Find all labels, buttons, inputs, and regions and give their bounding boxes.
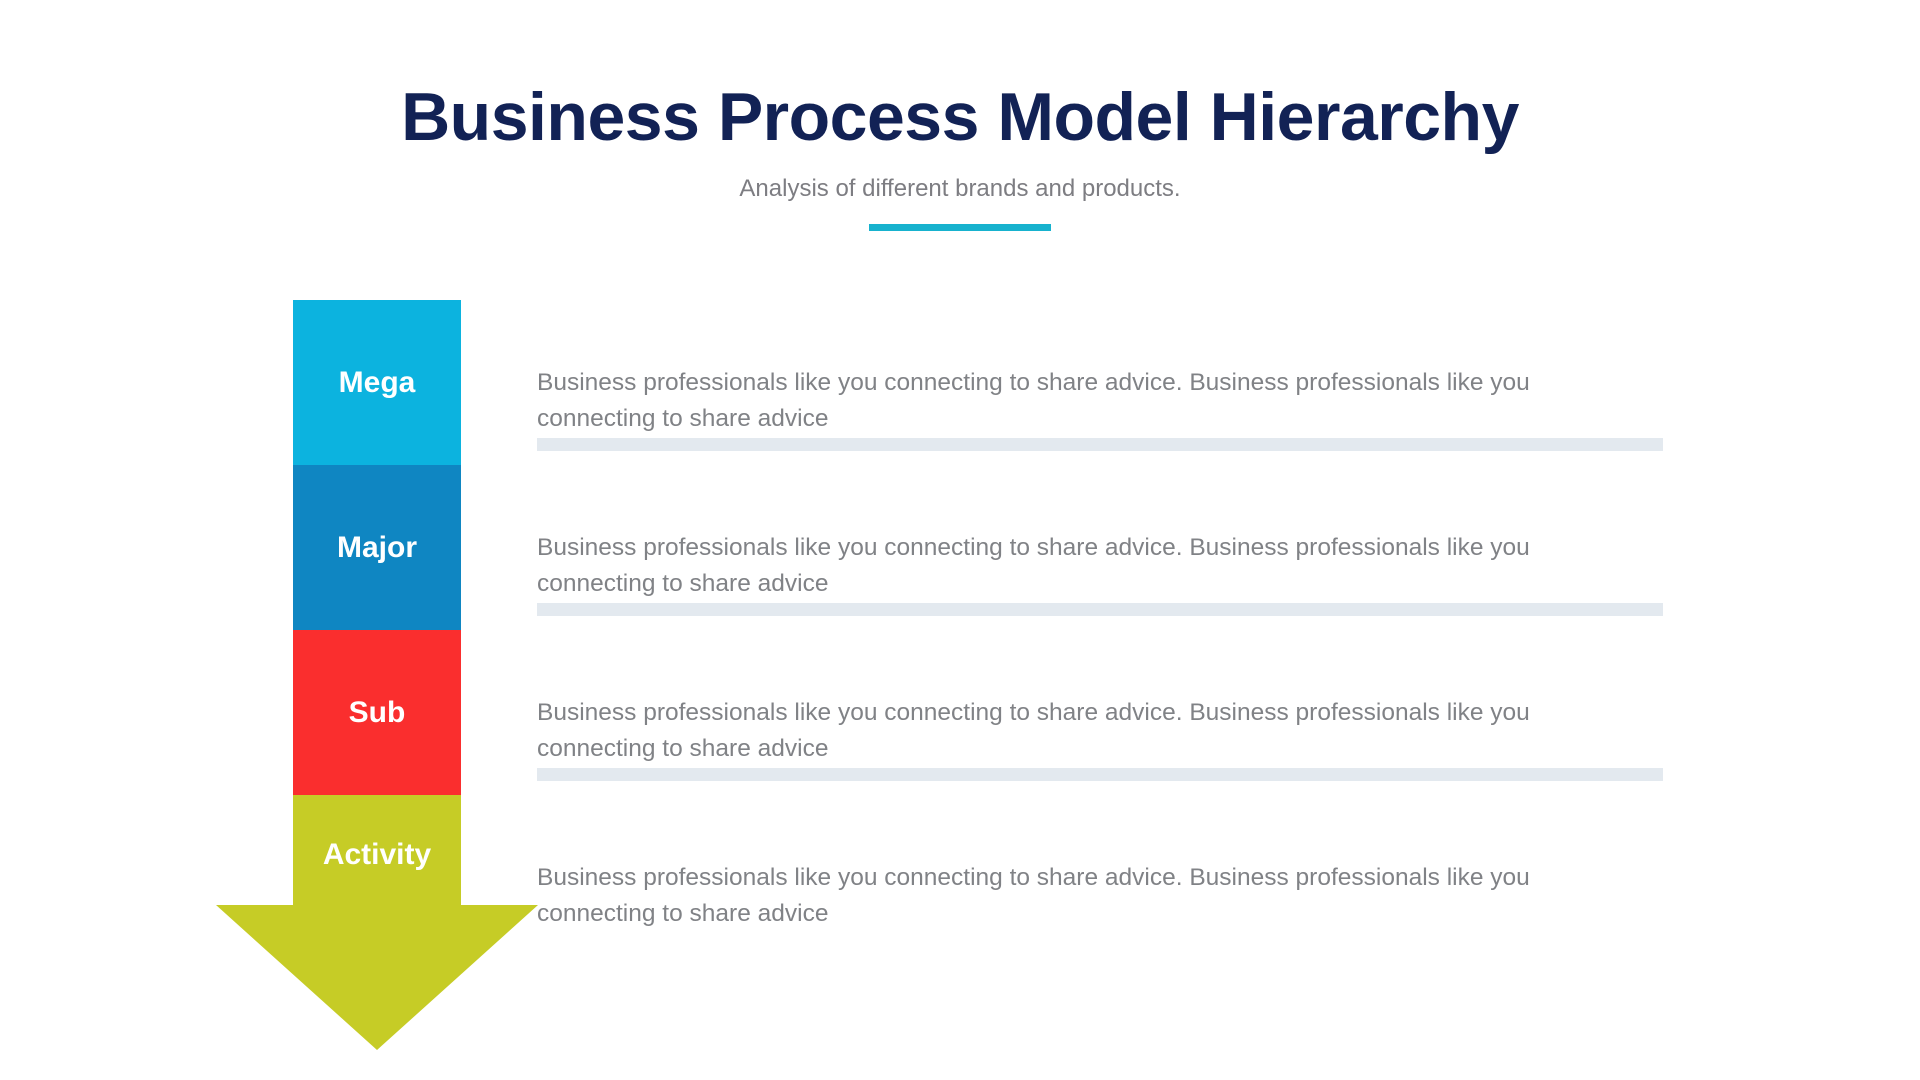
stage-label-activity: Activity [322,838,432,871]
stage-label-mega: Mega [338,365,416,399]
description-text-mega: Business professionals like you connecti… [537,368,1530,432]
description-text-sub: Business professionals like you connecti… [537,698,1530,762]
stage-block-sub[interactable]: Sub [293,630,461,795]
page-header: Business Process Model Hierarchy Analysi… [0,0,1920,231]
description-row-sub: Business professionals like you connecti… [537,630,1663,795]
row-divider-1 [537,438,1663,451]
title-underline-rule [869,224,1051,231]
description-text-activity: Business professionals like you connecti… [537,863,1530,927]
description-text-major: Business professionals like you connecti… [537,533,1530,597]
description-row-mega: Business professionals like you connecti… [537,300,1663,465]
description-row-major: Business professionals like you connecti… [537,465,1663,630]
arrow-down-icon [216,795,538,1050]
stage-label-major: Major [336,530,417,564]
stage-label-sub: Sub [348,695,406,729]
stage-description-column: Business professionals like you connecti… [537,300,1663,960]
description-row-activity: Business professionals like you connecti… [537,795,1663,960]
stage-block-activity[interactable]: Activity [216,795,538,1050]
hierarchy-diagram: Mega Major Sub Activity Business profess… [0,300,1920,1050]
page-title: Business Process Model Hierarchy [401,79,1519,155]
stage-block-major[interactable]: Major [293,465,461,630]
page-subtitle: Analysis of different brands and product… [739,175,1181,202]
row-divider-2 [537,603,1663,616]
stage-arrow-column: Mega Major Sub Activity [216,300,538,1050]
stage-block-mega[interactable]: Mega [293,300,461,465]
row-divider-3 [537,768,1663,781]
